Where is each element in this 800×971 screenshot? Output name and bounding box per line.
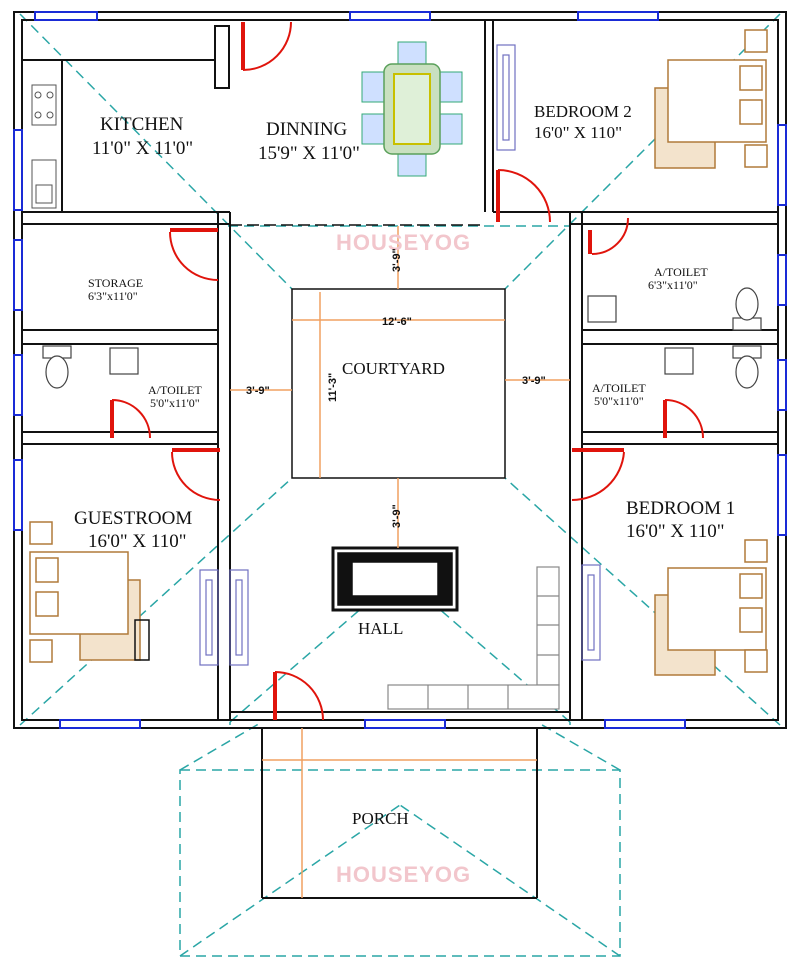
storage-size: 6'3"x11'0" (88, 289, 138, 303)
hall-label: HALL (358, 619, 403, 638)
bedroom1-label: BEDROOM 1 (626, 498, 735, 519)
kitchen-label: KITCHEN (100, 114, 184, 135)
dim-left-gap: 3'-9" (246, 385, 270, 397)
dim-right-gap: 3'-9" (522, 375, 546, 387)
bedroom2-label: BEDROOM 2 (534, 102, 632, 121)
hall-sectional (387, 566, 560, 710)
dim-court-depth: 11'-3" (327, 373, 339, 402)
porch-label: PORCH (352, 809, 409, 828)
toilet-left-label: A/TOILET (148, 383, 202, 397)
dining-table (361, 41, 463, 177)
watermark-top: HOUSEYOG (336, 230, 471, 255)
doors (110, 21, 704, 721)
dim-bottom-gap: 3'-9" (391, 504, 403, 528)
toilet-right-size: 5'0"x11'0" (594, 394, 644, 408)
bedroom1-bed (654, 539, 768, 676)
kitchen-fixtures (31, 84, 57, 209)
dim-court-width: 12'-6" (382, 316, 412, 328)
toilet-top-right-size: 6'3"x11'0" (648, 278, 698, 292)
guestroom-bed (29, 521, 150, 663)
wardrobes (199, 44, 601, 666)
dimension-lines (230, 226, 570, 898)
windows (13, 11, 787, 729)
bedroom1-size: 16'0" X 110" (626, 521, 724, 542)
dining-size: 15'9" X 11'0" (258, 143, 360, 164)
courtyard-label: COURTYARD (342, 359, 445, 378)
dining-label: DINNING (266, 119, 348, 140)
hall-sofa (331, 546, 459, 612)
toilet-left-size: 5'0"x11'0" (150, 396, 200, 410)
guestroom-label: GUESTROOM (74, 508, 192, 529)
porch-walls (261, 728, 538, 899)
watermark-bottom: HOUSEYOG (336, 862, 471, 887)
kitchen-size: 11'0" X 11'0" (92, 138, 193, 159)
toilet-fixtures (42, 287, 762, 389)
guestroom-size: 16'0" X 110" (88, 531, 186, 552)
bedroom2-size: 16'0" X 110" (534, 123, 622, 142)
dim-top-gap: 3'-9" (391, 248, 403, 272)
bedroom2-bed (654, 29, 768, 169)
storage-label: STORAGE (88, 276, 143, 290)
toilet-right-label: A/TOILET (592, 381, 646, 395)
toilet-top-right-label: A/TOILET (654, 265, 708, 279)
